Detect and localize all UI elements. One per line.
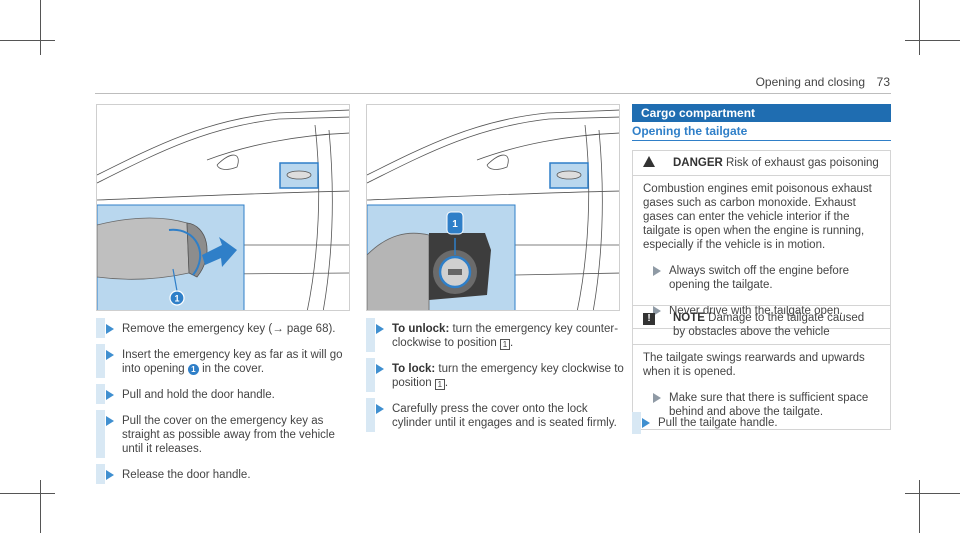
arrow-icon bbox=[106, 350, 114, 360]
note-icon: ! bbox=[643, 313, 655, 325]
arrow-icon bbox=[653, 306, 661, 316]
arrow-icon bbox=[106, 416, 114, 426]
crop-mark bbox=[0, 493, 55, 494]
arrow-icon bbox=[106, 390, 114, 400]
danger-box: DANGER Risk of exhaust gas poisoning Com… bbox=[632, 150, 891, 329]
crop-mark bbox=[919, 480, 920, 533]
list-item: Release the door handle. bbox=[96, 464, 352, 484]
callout-1: 1 bbox=[452, 219, 458, 230]
list-item: Insert the emergency key as far as it wi… bbox=[96, 344, 352, 378]
arrow-icon bbox=[653, 266, 661, 276]
running-header: Opening and closing bbox=[755, 75, 865, 89]
position-marker: 1 bbox=[434, 379, 445, 390]
list-item: To lock: turn the emergency key clockwis… bbox=[366, 358, 624, 392]
list-item: Pull and hold the door handle. bbox=[96, 384, 352, 404]
callout-badge: 1 bbox=[187, 364, 199, 375]
note-title: Damage to the tailgate caused by obstacl… bbox=[673, 312, 865, 338]
section-title: Cargo compartment bbox=[632, 104, 891, 122]
crop-mark bbox=[919, 0, 920, 55]
arrow-icon bbox=[106, 470, 114, 480]
note-label: NOTE bbox=[673, 312, 705, 324]
list-item: Carefully press the cover onto the lock … bbox=[366, 398, 624, 432]
lock-cylinder-illustration: 1 bbox=[366, 104, 620, 311]
right-step-list: Pull the tailgate handle. bbox=[632, 412, 891, 442]
note-body: The tailgate swings rearwards and upward… bbox=[643, 352, 865, 378]
header-rule bbox=[95, 93, 891, 94]
arrow-icon bbox=[653, 393, 661, 403]
list-item: Make sure that there is sufficient space… bbox=[643, 391, 880, 419]
danger-label: DANGER bbox=[673, 157, 723, 169]
list-item: Never drive with the tailgate open. bbox=[643, 304, 880, 318]
arrow-icon bbox=[642, 418, 650, 428]
door-handle-illustration: 1 bbox=[96, 104, 350, 311]
left-step-list: Remove the emergency key (→ page 68). In… bbox=[96, 318, 352, 494]
subsection-rule bbox=[632, 140, 891, 141]
arrow-icon bbox=[106, 324, 114, 334]
list-item: Always switch off the engine before open… bbox=[643, 264, 880, 292]
callout-1: 1 bbox=[174, 294, 179, 304]
list-item: Pull the tailgate handle. bbox=[632, 412, 891, 434]
crop-mark bbox=[0, 40, 55, 41]
position-marker: 1 bbox=[500, 339, 511, 350]
crop-mark bbox=[905, 493, 960, 494]
middle-step-list: To unlock: turn the emergency key counte… bbox=[366, 318, 624, 442]
list-item: Remove the emergency key (→ page 68). bbox=[96, 318, 352, 338]
crop-mark bbox=[905, 40, 960, 41]
subsection-title: Opening the tailgate bbox=[632, 124, 748, 138]
crop-mark bbox=[40, 0, 41, 55]
list-item: To unlock: turn the emergency key counte… bbox=[366, 318, 624, 352]
arrow-icon bbox=[376, 364, 384, 374]
crop-mark bbox=[40, 480, 41, 533]
list-item: Pull the cover on the emergency key as s… bbox=[96, 410, 352, 458]
danger-title: Risk of exhaust gas poisoning bbox=[726, 157, 879, 169]
arrow-icon bbox=[376, 404, 384, 414]
arrow-icon bbox=[376, 324, 384, 334]
danger-body: Combustion engines emit poisonous exhaus… bbox=[643, 183, 872, 251]
note-box: ! NOTE Damage to the tailgate caused by o… bbox=[632, 305, 891, 430]
page-number: 73 bbox=[876, 75, 890, 89]
warning-icon bbox=[643, 156, 655, 167]
